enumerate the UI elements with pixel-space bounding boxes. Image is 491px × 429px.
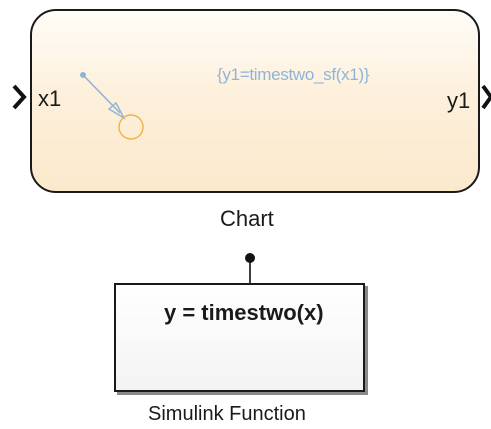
- chart-output-label: y1: [447, 88, 471, 113]
- chart-input-port-icon: [12, 84, 27, 110]
- function-block-name[interactable]: Simulink Function: [148, 403, 306, 425]
- simulink-function-block[interactable]: [114, 283, 365, 392]
- chart-block-name[interactable]: Chart: [220, 206, 274, 231]
- function-call-dot: [245, 253, 255, 263]
- chart-block[interactable]: [30, 9, 480, 193]
- chart-output-port-icon: [481, 84, 491, 110]
- junction-circle: [118, 114, 144, 140]
- chart-input-label: x1: [38, 86, 62, 111]
- transition-arrowhead-icon: [107, 101, 126, 120]
- chart-annotation: {y1=timestwo_sf(x1)}: [217, 65, 370, 84]
- default-transition-line: [82, 74, 121, 114]
- function-signature: y = timestwo(x): [164, 300, 324, 325]
